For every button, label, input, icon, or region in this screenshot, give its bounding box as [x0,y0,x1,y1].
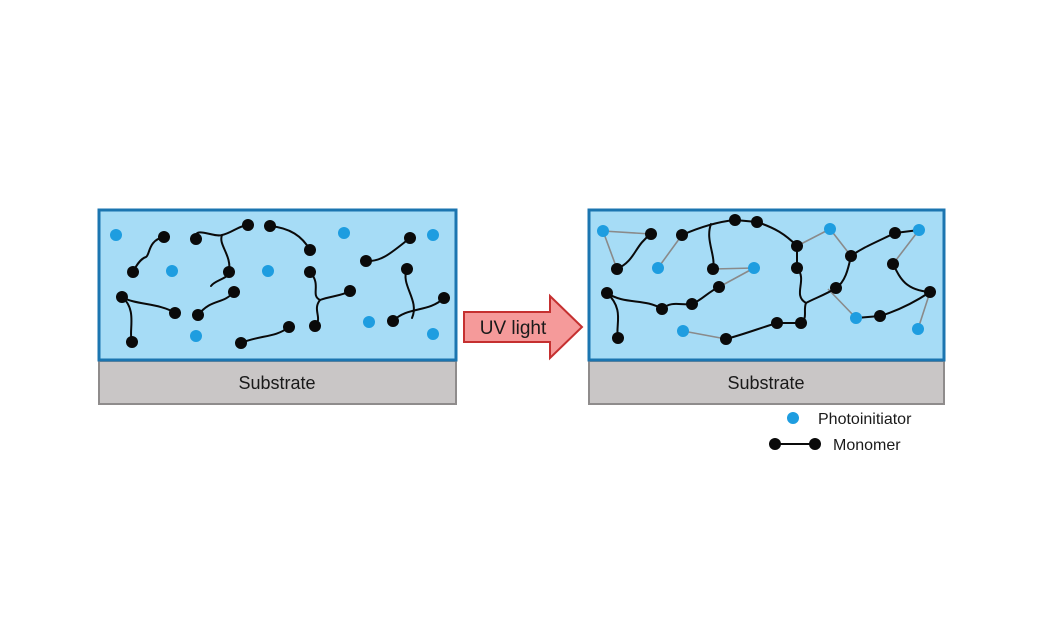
crosslink-bond [712,267,755,270]
monomer-bead [676,229,688,241]
substrate-layer-before [98,360,457,405]
photoinitiator-dot [262,265,274,277]
monomer-bead [283,321,295,333]
photoinitiator-dot [363,316,375,328]
monomer-bead [190,233,202,245]
substrate-layer-after [588,360,945,405]
uv-light-arrow: UV light [463,293,584,361]
monomer-bead [645,228,657,240]
monomer-bead [791,262,803,274]
monomer-bead [771,317,783,329]
monomer-bead [304,244,316,256]
monomer-bead [360,255,372,267]
monomer-bead [404,232,416,244]
monomer-beads-after [601,214,936,345]
monomer-bead [169,307,181,319]
photoinitiator-dot [166,265,178,277]
crosslink-bond [718,267,755,288]
monomer-bead [344,285,356,297]
monomer-bead [612,332,624,344]
monomer-bead [223,266,235,278]
monomer-bead [845,250,857,262]
photoinitiator-dot [338,227,350,239]
monomer-bead [228,286,240,298]
monomer-bead [242,219,254,231]
panel-before-curing: Substrate [97,208,458,405]
monomer-bead [656,303,668,315]
monomer-bead [707,263,719,275]
liquid-resin-film [97,208,458,362]
uv-light-label: UV light [480,318,547,339]
photoinitiator-dot [652,262,664,274]
monomer-bead [235,337,247,349]
substrate-label-after: Substrate [727,373,804,393]
photoinitiator-dot [748,262,760,274]
monomer-bead [887,258,899,270]
monomer-bead [401,263,413,275]
photoinitiators-after [597,223,925,337]
monomer-bead [686,298,698,310]
monomer-bead [889,227,901,239]
monomer-bead [309,320,321,332]
monomer-beads-before [116,219,450,349]
monomer-bead [751,216,763,228]
monomer-bead [713,281,725,293]
monomer-bead [720,333,732,345]
monomer-bead [387,315,399,327]
monomer-bead [438,292,450,304]
crosslink-bond [602,230,618,270]
photoinitiator-dot [913,224,925,236]
photoinitiator-dot [677,325,689,337]
monomer-bead [791,240,803,252]
monomer-bead [924,286,936,298]
photoinitiator-dot [824,223,836,235]
photoinitiators-before [110,227,439,342]
crosslink-bond [602,230,652,235]
crosslink-bond [682,330,727,340]
crosslink-bond [796,228,831,247]
photoinitiator-dot [110,229,122,241]
crosslink-bond [917,291,931,330]
monomer-bead [729,214,741,226]
crosslink-bond [892,229,920,265]
photoinitiator-dot [427,328,439,340]
photoinitiator-legend-icon [787,412,799,424]
monomer-bead [304,266,316,278]
monomer-legend-label: Monomer [833,437,901,454]
panel-after-curing: Substrate [587,208,946,405]
monomer-bead [192,309,204,321]
monomer-bead [158,231,170,243]
monomer-bead [264,220,276,232]
photoinitiator-dot [597,225,609,237]
crosslink-bond [657,234,683,269]
substrate-label-before: Substrate [238,373,315,393]
monomer-bead [874,310,886,322]
monomer-bead [127,266,139,278]
photoinitiator-dot [190,330,202,342]
right-arrow-icon [463,293,584,361]
monomer-bead [601,287,613,299]
crosslinks-after [602,228,931,340]
monomer-bead [116,291,128,303]
monomer-legend-icon [769,438,821,450]
photoinitiator-legend-label: Photoinitiator [818,411,912,428]
crosslink-bond [827,288,857,319]
photoinitiator-dot [850,312,862,324]
monomer-bead [126,336,138,348]
monomer-bead [611,263,623,275]
photoinitiator-dot [427,229,439,241]
monomer-bead [795,317,807,329]
monomer-bead [830,282,842,294]
monomer-bond [132,236,165,273]
legend: Photoinitiator Monomer [769,411,912,454]
photoinitiator-dot [912,323,924,335]
